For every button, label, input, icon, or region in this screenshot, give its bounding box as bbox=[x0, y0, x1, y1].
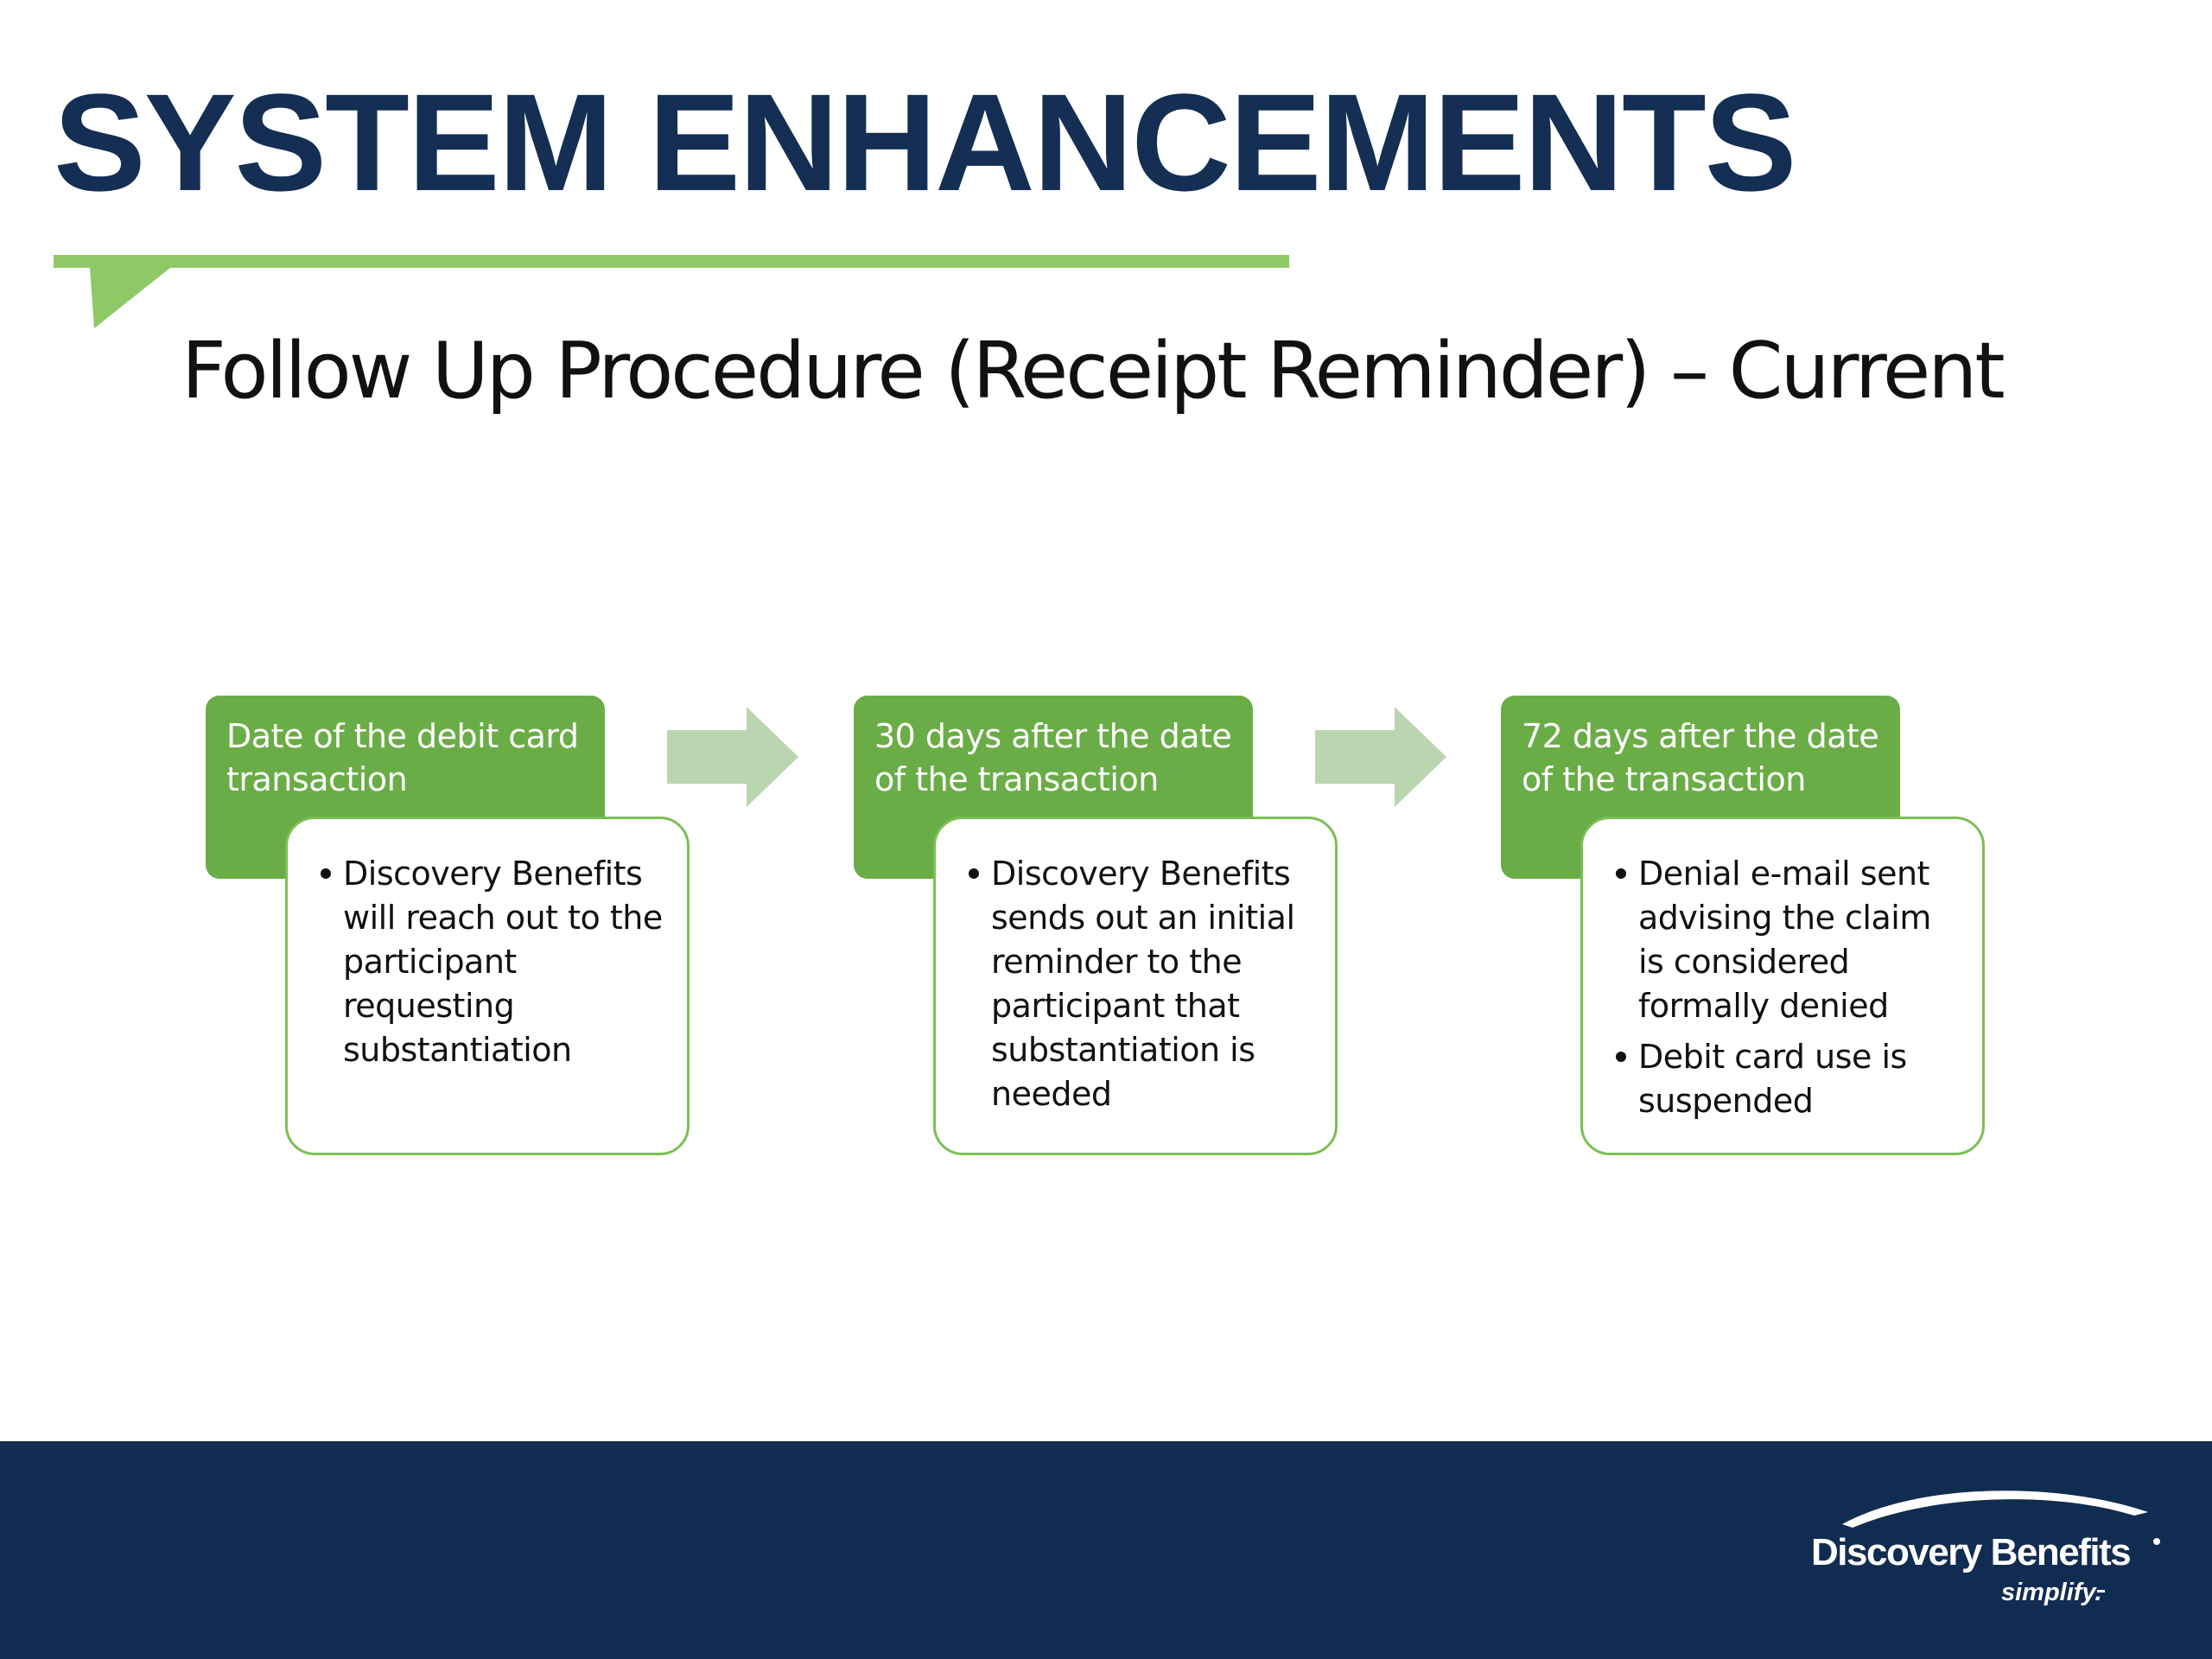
registered-mark-icon bbox=[2153, 1538, 2160, 1545]
logo-name: Discovery Benefits bbox=[1811, 1531, 2132, 1573]
slide-subtitle: Follow Up Procedure (Receipt Reminder) –… bbox=[181, 326, 2005, 416]
step-title-2: 30 days after the date of the transactio… bbox=[874, 717, 1232, 798]
bullet-icon bbox=[321, 868, 331, 879]
speech-bubble-rule bbox=[54, 255, 1289, 328]
footer-band bbox=[0, 1441, 2212, 1659]
right-arrow-icon bbox=[1315, 707, 1446, 807]
bullet-icon bbox=[1616, 1052, 1626, 1062]
step-bullet-list-1: Discovery Benefits will reach out to the… bbox=[317, 852, 670, 1072]
step-bullet-1-1: Discovery Benefits will reach out to the… bbox=[317, 852, 670, 1072]
step-title-1: Date of the debit card transaction bbox=[226, 717, 579, 798]
step-bullet-list-2: Discovery Benefits sends out an initial … bbox=[965, 852, 1318, 1116]
step-card-1: Discovery Benefits will reach out to the… bbox=[285, 817, 690, 1155]
step-bullet-list-3: Denial e-mail sent advising the claim is… bbox=[1612, 852, 1965, 1123]
step-title-3: 72 days after the date of the transactio… bbox=[1522, 717, 1879, 798]
bullet-icon bbox=[1616, 868, 1626, 879]
right-arrow-icon bbox=[667, 707, 798, 807]
step-bullet-text: Discovery Benefits sends out an initial … bbox=[991, 855, 1295, 1113]
discovery-benefits-logo: Discovery Benefits simplify. bbox=[1806, 1486, 2169, 1616]
step-card-3: Denial e-mail sent advising the claim is… bbox=[1580, 817, 1985, 1155]
step-card-2: Discovery Benefits sends out an initial … bbox=[933, 817, 1338, 1155]
step-bullet-text: Denial e-mail sent advising the claim is… bbox=[1638, 855, 1931, 1025]
step-bullet-3-2: Debit card use is suspended bbox=[1612, 1035, 1965, 1123]
step-bullet-2-1: Discovery Benefits sends out an initial … bbox=[965, 852, 1318, 1116]
logo-tagline: simplify. bbox=[2001, 1579, 2102, 1606]
logo-swoosh-icon bbox=[1842, 1491, 2148, 1528]
step-bullet-text: Debit card use is suspended bbox=[1638, 1038, 1907, 1120]
section-title: SYSTEM ENHANCEMENTS bbox=[54, 65, 1797, 219]
trademark-mark-icon bbox=[2097, 1590, 2105, 1592]
bullet-icon bbox=[969, 868, 979, 879]
step-bullet-text: Discovery Benefits will reach out to the… bbox=[343, 855, 663, 1069]
step-bullet-3-1: Denial e-mail sent advising the claim is… bbox=[1612, 852, 1965, 1028]
